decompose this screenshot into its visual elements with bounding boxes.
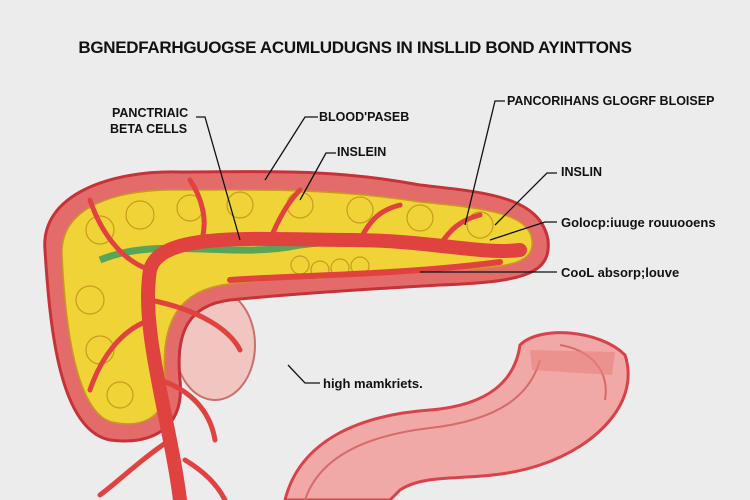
label-glucose-receptors: Golocp:iuuge rouuooens xyxy=(561,215,716,230)
label-beta-cells-line2: BETA CELLS xyxy=(110,122,188,136)
label-beta-cells-line1: PANCTRIAIC xyxy=(112,106,189,120)
label-pancreas-glucose: PANCORIHANS GLOGRF BLOISEP xyxy=(507,94,715,108)
blood-vessels xyxy=(87,177,527,500)
label-insulin-right: INSLIN xyxy=(561,165,602,179)
label-insulin-top: INSLEIN xyxy=(337,145,387,159)
diagram-title: BGNEDFARHGUOGSE ACUMLUDUGNS IN INSLLID B… xyxy=(78,38,632,57)
label-high-nutrients: high mamkriets. xyxy=(323,376,423,391)
label-cool-absorp: CooL absorp;louve xyxy=(561,265,680,280)
intestine xyxy=(283,331,630,500)
leader-lines xyxy=(196,100,557,384)
label-blood: BLOOD'PASEB xyxy=(319,110,410,124)
